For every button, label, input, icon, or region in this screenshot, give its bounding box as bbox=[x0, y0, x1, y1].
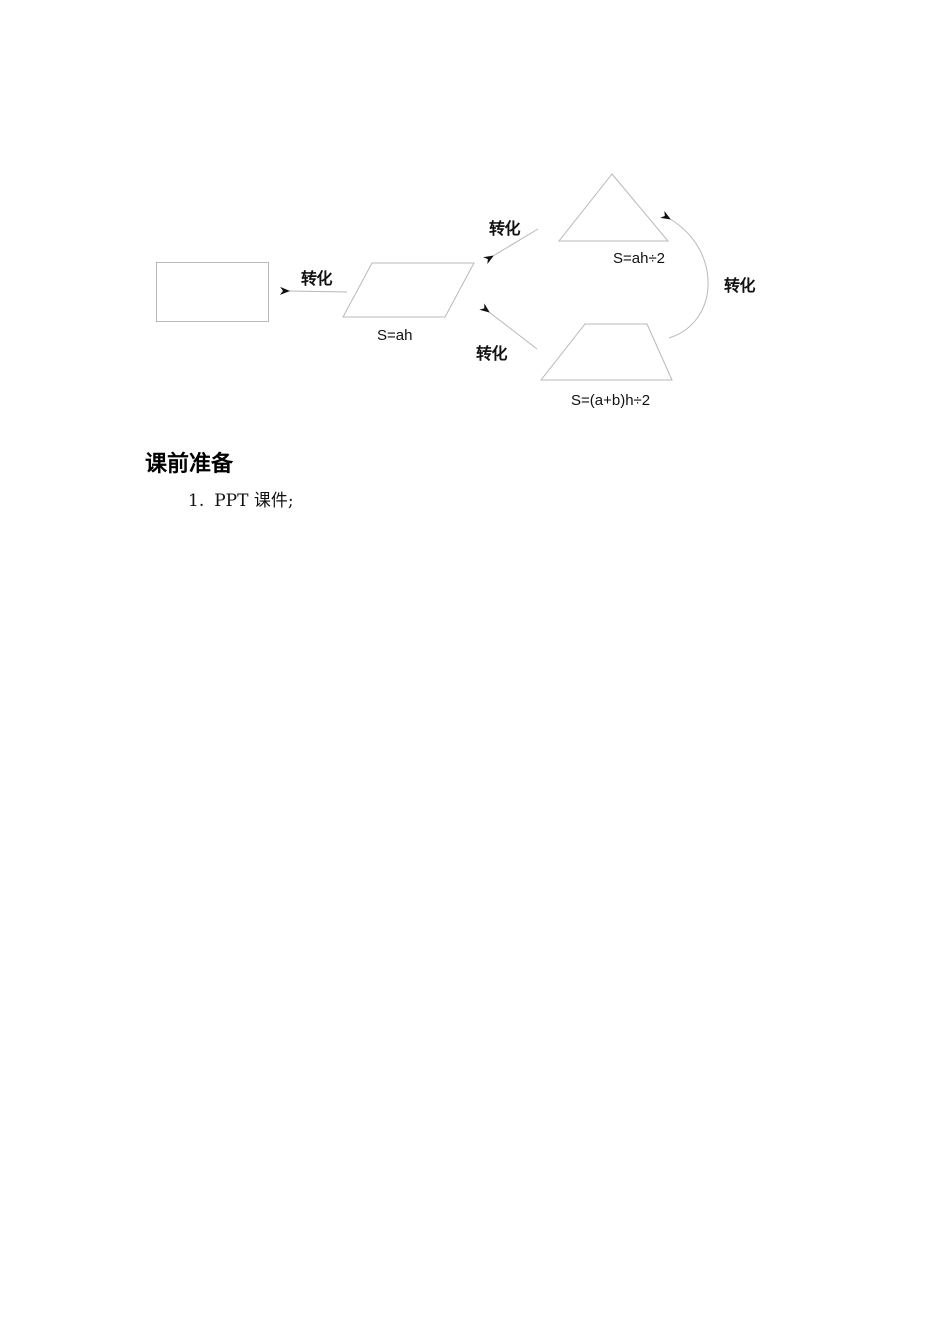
label-convert-to-rectangle: 转化 bbox=[301, 269, 333, 288]
arrow-triangle-to-parallelogram bbox=[483, 228, 539, 265]
label-convert-curve: 转化 bbox=[724, 276, 756, 295]
formula-triangle: S=ah÷2 bbox=[613, 250, 666, 267]
list-item: 1. PPT 课件; bbox=[188, 486, 294, 511]
list-item-number: 1. bbox=[188, 491, 205, 511]
arrow-parallelogram-to-rectangle bbox=[279, 286, 348, 295]
shape-conversion-diagram: 转化 转化 转化 转化 S=ah S=ah÷2 S=(a+b)h÷2 bbox=[0, 0, 950, 430]
triangle-shape bbox=[557, 173, 670, 242]
label-convert-trapezoid: 转化 bbox=[476, 344, 508, 363]
parallelogram-shape bbox=[342, 262, 475, 318]
rectangle-shape bbox=[156, 262, 269, 322]
formula-parallelogram: S=ah bbox=[377, 327, 413, 344]
trapezoid-shape bbox=[539, 323, 673, 381]
arrow-trapezoid-to-parallelogram bbox=[479, 303, 538, 350]
diagram-canvas bbox=[156, 173, 709, 381]
list-item-text: PPT 课件; bbox=[214, 491, 294, 511]
section-heading: 课前准备 bbox=[145, 452, 234, 477]
label-convert-triangle: 转化 bbox=[489, 219, 521, 238]
arrow-trapezoid-to-triangle bbox=[660, 210, 709, 339]
formula-trapezoid: S=(a+b)h÷2 bbox=[571, 392, 651, 409]
